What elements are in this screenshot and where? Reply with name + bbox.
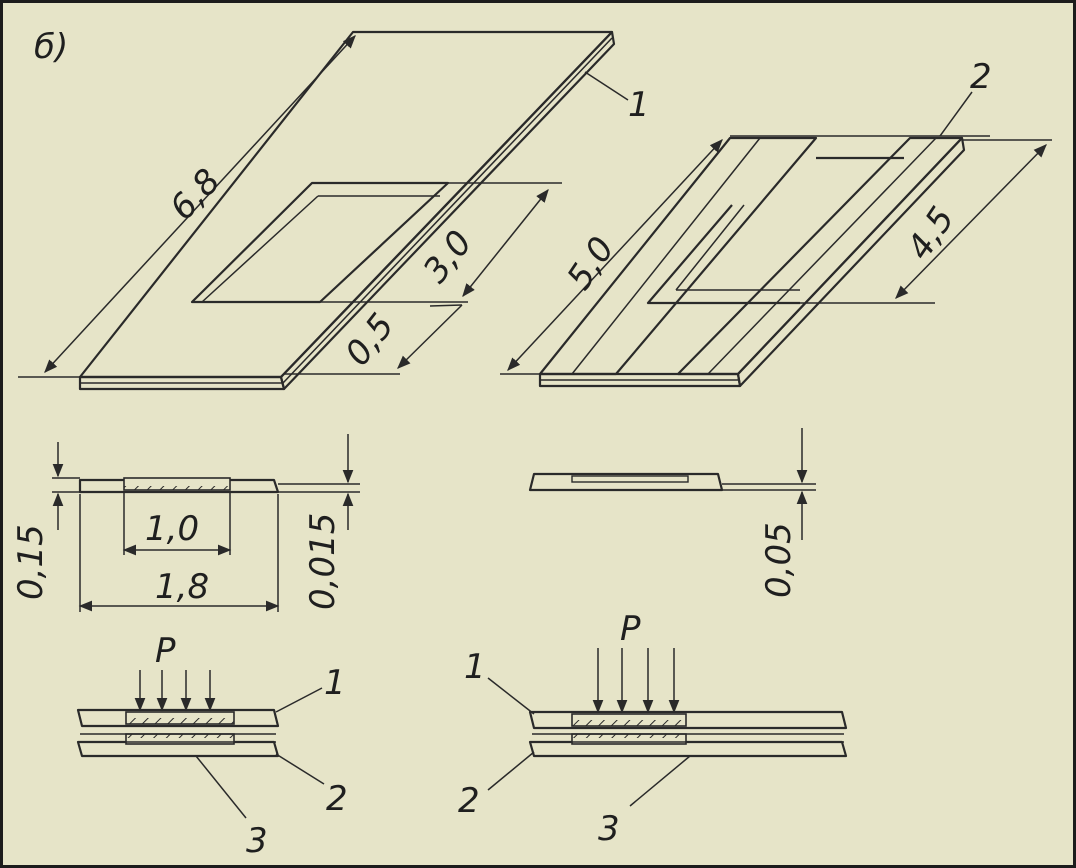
label-part-1-top: 1	[628, 85, 650, 125]
dim-step-depth: 0,015	[303, 513, 343, 610]
dim-window-width: 1,0	[145, 509, 199, 549]
label-part-1-right-assembly: 1	[464, 647, 486, 687]
dim-insert-outer: 5,0	[559, 230, 622, 297]
label-part-2-right-assembly: 2	[458, 781, 480, 821]
insert-isometric	[500, 91, 1052, 388]
label-part-2-top: 2	[970, 57, 992, 97]
leader-part-1-top	[584, 71, 629, 101]
label-part-3-left-assembly: 3	[246, 821, 268, 861]
label-part-2-left-assembly: 2	[326, 779, 348, 819]
assembly-left	[76, 670, 325, 819]
dim-line-edge-width	[397, 304, 463, 369]
dim-insert-thickness: 0,05	[759, 522, 799, 598]
dim-frame-length: 6,8	[162, 161, 228, 228]
load-label-right: P	[620, 609, 641, 649]
frame-front-edge	[78, 375, 286, 391]
dim-line-insert-inner	[895, 144, 1047, 299]
load-label-left: P	[155, 631, 176, 671]
dim-line-window-length	[462, 188, 549, 298]
label-part-1-left-assembly: 1	[324, 663, 346, 703]
assembly-right	[487, 648, 848, 807]
figure-label: б)	[34, 27, 68, 67]
dim-line-insert-outer	[507, 139, 723, 371]
insert-cross-section	[528, 428, 816, 540]
frame-isometric	[18, 30, 629, 391]
dim-frame-thickness: 0,15	[11, 524, 51, 600]
dim-line-frame-length	[44, 35, 356, 373]
label-part-3-right-assembly: 3	[598, 809, 620, 849]
dim-frame-width: 1,8	[155, 567, 209, 607]
dim-insert-inner: 4,5	[899, 200, 962, 267]
insert-front-edge	[538, 372, 742, 388]
frame-cross-section	[52, 434, 360, 612]
leader-part-2-top	[939, 91, 973, 137]
